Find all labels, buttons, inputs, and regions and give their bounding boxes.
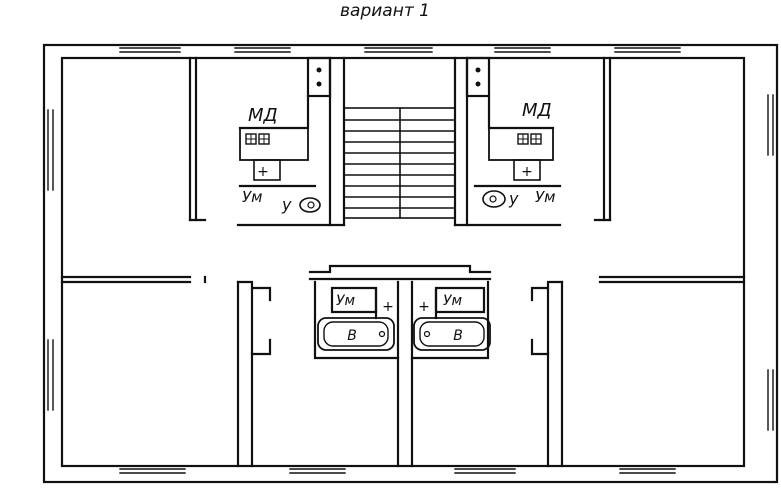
- label-md-left: МД: [248, 105, 278, 126]
- label-um-bath-left: Ум: [336, 293, 356, 309]
- label-bath-right: В: [453, 328, 463, 344]
- plan-title: вариант 1: [340, 1, 430, 21]
- bathroom-left: Ум + В: [317, 286, 395, 351]
- bathtub-right: [413, 317, 491, 351]
- sink-left: [253, 159, 281, 181]
- riser-right: [465, 56, 491, 98]
- riser-left: [306, 56, 332, 98]
- label-plus-bath-left: +: [382, 299, 394, 315]
- bathroom-right: + Ум В: [413, 286, 491, 351]
- kitchen-left: МД + Ум у: [238, 56, 332, 214]
- label-bath-left: В: [347, 328, 357, 344]
- windows: [47, 47, 774, 474]
- toilet-right: [482, 190, 506, 208]
- label-um-left: Ум: [242, 188, 262, 206]
- label-um-right: Ум: [535, 188, 555, 206]
- label-plus-kitchen-left: +: [257, 164, 269, 180]
- label-u-right: у: [508, 189, 519, 208]
- toilet-left: [299, 197, 321, 213]
- label-u-left: у: [281, 195, 292, 214]
- label-plus-kitchen-right: +: [521, 164, 533, 180]
- label-md-right: МД: [522, 100, 552, 121]
- kitchen-right: МД + у Ум: [465, 56, 562, 208]
- staircase: [343, 107, 456, 219]
- label-um-bath-right: Ум: [443, 293, 463, 309]
- sink-right: [513, 159, 541, 181]
- label-plus-bath-right: +: [418, 299, 430, 315]
- bathtub-left: [317, 317, 395, 351]
- outer-walls: [42, 43, 779, 484]
